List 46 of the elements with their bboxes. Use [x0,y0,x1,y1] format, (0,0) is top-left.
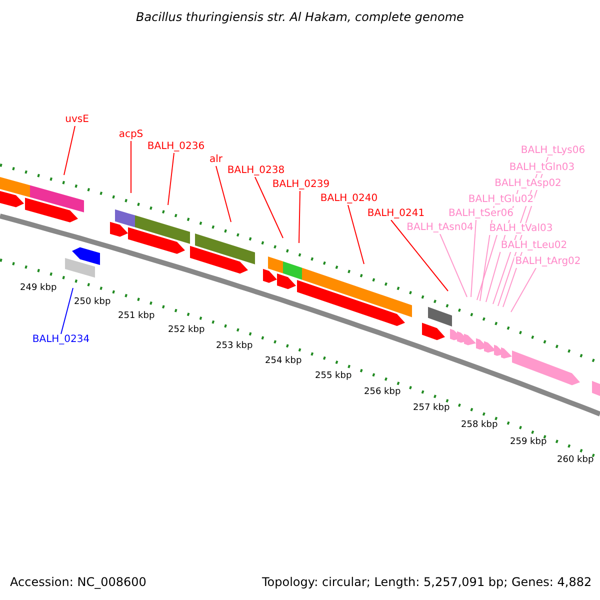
gene-label: BALH_tGlu02 [467,194,535,206]
scale-label: 259 kbp [510,437,547,448]
scale-label: 258 kbp [461,420,498,431]
scale-label: 251 kbp [118,311,155,322]
gene-label: BALH_tAsn04 [406,222,474,234]
leader-line [298,190,300,244]
leader-line [168,152,174,206]
leader-line [348,204,364,264]
scale-label: 260 kbp [557,455,594,466]
leader-line [390,220,448,292]
scale-label: 252 kbp [168,325,205,336]
scale-label: 250 kbp [74,297,111,308]
leader-line [64,126,76,176]
leader-line [470,220,476,298]
leader-line [130,140,132,194]
scale-label: 255 kbp [315,371,352,382]
scale-label: 253 kbp [216,341,253,352]
scale-label: 257 kbp [413,403,450,414]
scale-label: 249 kbp [20,283,57,294]
gene-label: acpS [118,129,144,141]
leader-line [254,176,284,238]
genome-info-text: Topology: circular; Length: 5,257,091 bp; Genes: 4,882 [262,575,592,589]
gene-label: BALH_0241 [366,208,426,220]
leader-line [216,166,232,222]
gene-label: BALH_0236 [146,141,206,153]
gene-label: BALH_tLys06 [520,145,586,157]
gene-label: BALH_0239 [271,179,331,191]
scale-label: 256 kbp [364,387,401,398]
leader-line [476,234,498,300]
gene-label: BALH_0240 [319,193,379,205]
gene-label: BALH_0238 [226,165,286,177]
scale-label: 254 kbp [265,356,302,367]
gene-label: BALH_0234 [31,334,91,346]
gene-label: BALH_tVal03 [488,223,554,235]
gene-label: BALH_tAsp02 [494,178,562,190]
gene-label: BALH_tGln03 [508,162,576,174]
title: Bacillus thuringiensis str. Al Hakam, complete genome [135,10,465,24]
leader-line [510,268,536,312]
gene-label: alr [208,154,224,166]
leader-line [440,234,468,298]
gene-label: BALH_tArg02 [514,256,582,268]
accession-text: Accession: NC_008600 [10,575,146,589]
gene-label: BALH_tLeu02 [500,240,568,252]
leader-line [60,288,74,334]
gene-label: uvsE [64,114,90,126]
gene-label: BALH_tSer06 [447,208,515,220]
